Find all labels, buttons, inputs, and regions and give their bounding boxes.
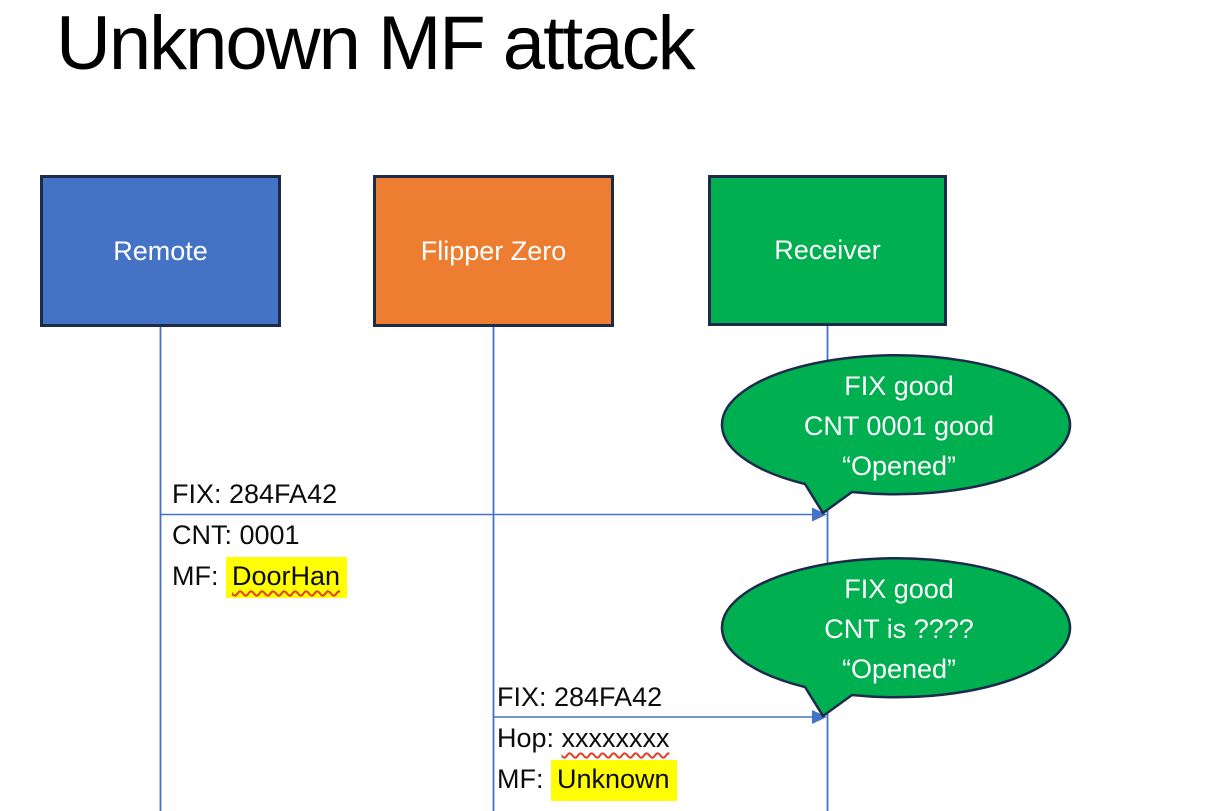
highlighted-text-doorhan: DoorHan xyxy=(226,557,348,598)
callout-2-line-1: FIX good xyxy=(844,574,954,604)
callout-bubble-2 xyxy=(720,557,1072,718)
message-1-line-above: FIX: 284FA42 xyxy=(172,479,338,509)
callout-1-line-2: CNT 0001 good xyxy=(803,411,995,441)
callout-2-text: FIX good CNT is ???? “Opened” xyxy=(725,569,1073,689)
squiggled-text-hop: xxxxxxxx xyxy=(561,723,670,753)
callout-1-line-1: FIX good xyxy=(844,371,954,401)
message-arrow-2-arrowhead-icon xyxy=(812,710,827,724)
callout-bubble-1 xyxy=(720,354,1072,515)
message-label-1: FIX: 284FA42 CNT: 0001 MF: DoorHan xyxy=(172,474,348,598)
message-1-line-cnt: CNT: 0001 xyxy=(172,520,300,550)
actor-box-flipper-zero: Flipper Zero xyxy=(373,175,614,327)
highlighted-text-unknown: Unknown xyxy=(551,760,677,801)
message-2-line-mf: MF: Unknown xyxy=(497,759,677,801)
message-arrow-1-arrowhead-icon xyxy=(812,507,827,522)
slide-title: Unknown MF attack xyxy=(56,1,696,86)
callout-1-text: FIX good CNT 0001 good “Opened” xyxy=(725,366,1073,486)
actor-label-remote: Remote xyxy=(113,235,208,266)
callout-2-line-2: CNT is ???? xyxy=(824,614,974,644)
message-2-line-hop: Hop: xxxxxxxx xyxy=(497,723,670,753)
message-2-line-above: FIX: 284FA42 xyxy=(497,682,663,712)
callout-1-line-3: “Opened” xyxy=(841,451,957,481)
actor-box-remote: Remote xyxy=(40,175,281,327)
message-label-2: FIX: 284FA42 Hop: xxxxxxxx MF: Unknown xyxy=(497,677,677,801)
message-1-line-mf: MF: DoorHan xyxy=(172,556,348,598)
actor-label-flipper-zero: Flipper Zero xyxy=(420,235,567,266)
actor-box-receiver: Receiver xyxy=(708,175,947,326)
actor-label-receiver: Receiver xyxy=(774,235,881,265)
callout-2-line-3: “Opened” xyxy=(841,654,957,684)
